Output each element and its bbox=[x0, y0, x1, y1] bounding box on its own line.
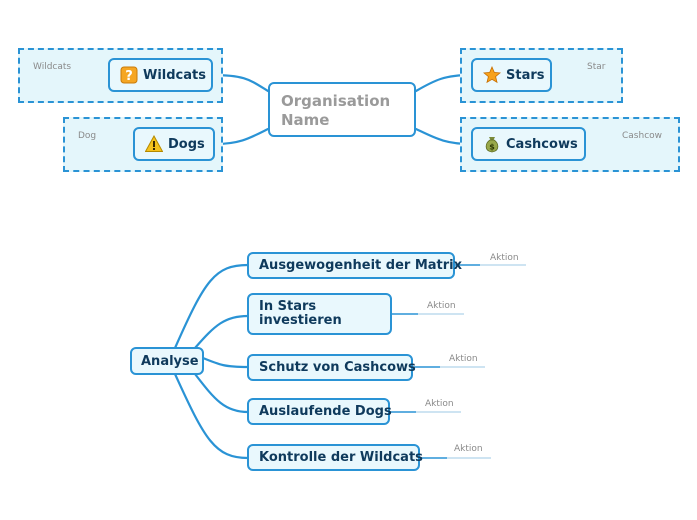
root-topic[interactable]: Organisation Name bbox=[268, 82, 416, 137]
topic-cashcows[interactable]: $ Cashcows bbox=[471, 127, 586, 161]
note-aktion-5: Aktion bbox=[454, 444, 483, 454]
note-aktion-1: Aktion bbox=[490, 253, 519, 263]
subtopic-label: Kontrolle der Wildcats bbox=[259, 450, 423, 465]
topic-stars-label: Stars bbox=[506, 67, 545, 83]
subtopic-auslaufende-dogs[interactable]: Auslaufende Dogs bbox=[247, 398, 392, 425]
topic-analyse[interactable]: Analyse bbox=[130, 347, 204, 375]
topic-cashcows-label: Cashcows bbox=[506, 136, 578, 152]
topic-dogs[interactable]: Dogs bbox=[133, 127, 215, 161]
note-aktion-2: Aktion bbox=[427, 301, 456, 311]
note-cashcows: Cashcow bbox=[622, 131, 663, 141]
subtopic-label: Ausgewogenheit der Matrix bbox=[259, 258, 462, 273]
note-stars: Star bbox=[587, 62, 606, 72]
subtopic-schutz-von-cashcows[interactable]: Schutz von Cashcows bbox=[247, 354, 416, 381]
topic-analyse-label: Analyse bbox=[141, 353, 199, 369]
question-icon: ? bbox=[120, 66, 138, 84]
topic-wildcats-label: Wildcats bbox=[143, 67, 206, 83]
subtopic-label: In Stars investieren bbox=[259, 299, 342, 328]
note-dogs: Dog bbox=[78, 131, 97, 141]
subtopic-kontrolle-der-wildcats[interactable]: Kontrolle der Wildcats bbox=[247, 444, 423, 471]
subtopic-label: Auslaufende Dogs bbox=[259, 404, 392, 419]
note-wildcats: Wildcats bbox=[33, 62, 72, 72]
subtopic-in-stars-investieren[interactable]: In Stars investieren bbox=[247, 293, 392, 335]
note-aktion-3: Aktion bbox=[449, 354, 478, 364]
root-topic-label: Organisation Name bbox=[281, 92, 391, 129]
warning-icon bbox=[145, 135, 163, 153]
topic-dogs-label: Dogs bbox=[168, 136, 205, 152]
subtopic-label: Schutz von Cashcows bbox=[259, 360, 416, 375]
svg-text:?: ? bbox=[125, 69, 133, 84]
star-icon bbox=[483, 66, 501, 84]
subtopic-ausgewogenheit[interactable]: Ausgewogenheit der Matrix bbox=[247, 252, 462, 279]
svg-text:$: $ bbox=[489, 143, 495, 152]
topic-wildcats[interactable]: ? Wildcats bbox=[108, 58, 213, 92]
topic-stars[interactable]: Stars bbox=[471, 58, 552, 92]
money-bag-icon: $ bbox=[483, 135, 501, 153]
note-aktion-4: Aktion bbox=[425, 399, 454, 409]
